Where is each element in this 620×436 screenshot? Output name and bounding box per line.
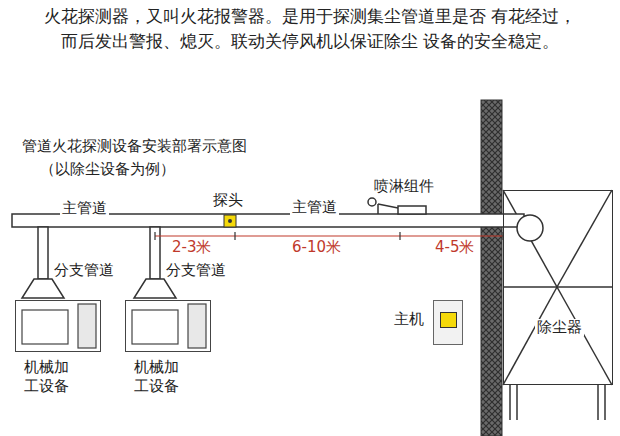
diagram-subtitle: 管道火花探测设备安装部署示意图 — [22, 138, 247, 155]
dimension-label: 4-5米 — [433, 239, 477, 256]
host-screen — [440, 312, 457, 328]
pipe-label: 主管道 — [60, 200, 109, 217]
machine-node: 机械加 工设备 — [125, 300, 211, 352]
machine-node: 机械加 工设备 — [15, 300, 101, 352]
probe-label: 探头 — [213, 192, 243, 209]
host-node: 主机 — [433, 300, 463, 345]
branch-label: 分支管道 — [166, 262, 226, 279]
title-text: 火花探测器，又叫火花报警器。是用于探测集尘管道里是否 有花经过，而后发出警报、熄… — [0, 4, 620, 54]
host-text: 主机 — [394, 311, 424, 328]
collector-node: 除尘器 — [503, 190, 613, 385]
machine-text: 机械加 工设备 — [24, 358, 74, 396]
pipe-label: 主管道 — [290, 199, 339, 216]
spray-label: 喷淋组件 — [374, 178, 434, 195]
machine-text: 机械加 工设备 — [134, 358, 184, 396]
branch-label: 分支管道 — [54, 262, 114, 279]
dimension-label: 2-3米 — [170, 239, 214, 256]
diagram-note: （以除尘设备为例） — [40, 161, 175, 178]
dimension-label: 6-10米 — [290, 239, 343, 256]
collector-text: 除尘器 — [535, 319, 584, 336]
